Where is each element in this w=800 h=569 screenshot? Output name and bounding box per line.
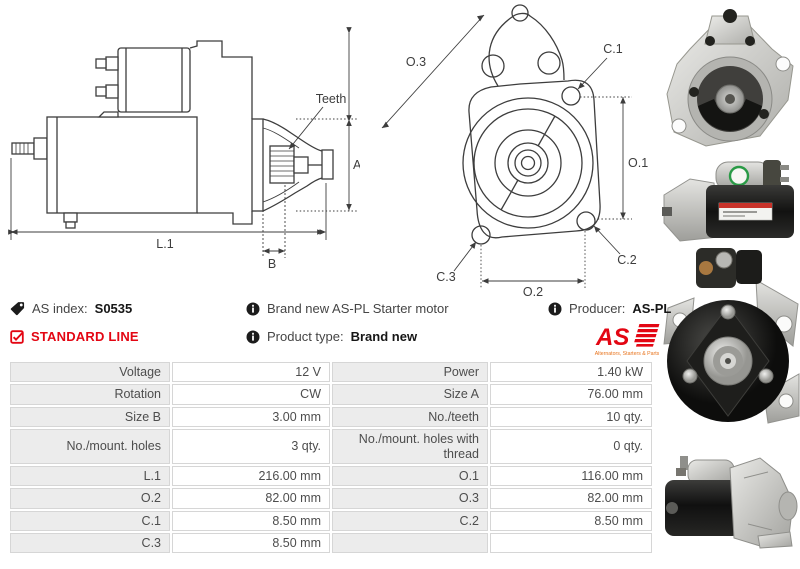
spec-value: 12 V bbox=[172, 362, 330, 383]
dim-a-label: A bbox=[353, 158, 360, 172]
info-icon bbox=[246, 302, 260, 315]
spec-value: 82.00 mm bbox=[490, 488, 652, 509]
dim-c1-label: C.1 bbox=[603, 42, 623, 56]
spec-label: Size A bbox=[332, 384, 488, 405]
spec-table: Voltage 12 V Power 1.40 kW Rotation CW S… bbox=[10, 362, 654, 554]
spec-label: O.1 bbox=[332, 465, 488, 487]
spec-value: 116.00 mm bbox=[490, 465, 652, 487]
photo-side-view-2[interactable] bbox=[660, 444, 800, 556]
product-info-strip: AS index: S0535 STANDARD LINE Brand new … bbox=[0, 296, 671, 360]
spec-label: C.3 bbox=[10, 533, 170, 554]
side-view-dimension-lines bbox=[8, 27, 357, 258]
brand-new-text: Brand new AS-PL Starter motor bbox=[267, 301, 449, 316]
spec-value: 0 qty. bbox=[490, 429, 652, 464]
teeth-label: Teeth bbox=[316, 92, 347, 106]
spec-label: Rotation bbox=[10, 384, 170, 405]
spec-label: Size B bbox=[10, 406, 170, 428]
dim-c2-label: C.2 bbox=[617, 253, 637, 267]
spec-label: Voltage bbox=[10, 362, 170, 383]
dim-l1-label: L.1 bbox=[156, 237, 173, 251]
dim-o2-label: O.2 bbox=[523, 285, 543, 299]
product-type: Product type: Brand new bbox=[246, 329, 417, 344]
as-pl-logo: AS Alternators, Starters & Parts bbox=[595, 324, 660, 357]
dim-c3-label: C.3 bbox=[436, 270, 456, 284]
spec-label: No./mount. holes with thread bbox=[332, 429, 488, 464]
front-view-technical-drawing: O.3 C.1 O.1 C.3 C.2 O.2 bbox=[381, 4, 648, 299]
spec-value: 82.00 mm bbox=[172, 488, 330, 509]
spec-label: L.1 bbox=[10, 465, 170, 487]
spec-value: 10 qty. bbox=[490, 406, 652, 428]
spec-label bbox=[332, 533, 488, 554]
spec-label: O.3 bbox=[332, 488, 488, 509]
as-pl-logo-stripes bbox=[634, 324, 660, 347]
starter-side-outline bbox=[11, 40, 334, 229]
photo-side-view-label[interactable] bbox=[660, 157, 800, 244]
photo-rear-view[interactable] bbox=[660, 246, 800, 441]
checkbox-checked-icon bbox=[10, 329, 24, 344]
dim-o1-label: O.1 bbox=[628, 156, 648, 170]
spec-label: No./teeth bbox=[332, 406, 488, 428]
spec-value bbox=[490, 533, 652, 554]
as-index-label: AS index: bbox=[32, 301, 88, 316]
spec-value: 1.40 kW bbox=[490, 362, 652, 383]
info-icon bbox=[246, 330, 260, 343]
product-type-value: Brand new bbox=[350, 329, 418, 344]
spec-value: 3.00 mm bbox=[172, 406, 330, 428]
spec-value: 3 qty. bbox=[172, 429, 330, 464]
spec-value: 8.50 mm bbox=[490, 510, 652, 531]
spec-label: Power bbox=[332, 362, 488, 383]
spec-value: 8.50 mm bbox=[172, 510, 330, 531]
standard-line-label: STANDARD LINE bbox=[31, 329, 139, 344]
brand-new-note: Brand new AS-PL Starter motor bbox=[246, 301, 449, 316]
as-pl-logo-text: AS bbox=[595, 324, 629, 351]
spec-value: 76.00 mm bbox=[490, 384, 652, 405]
dim-o3-label: O.3 bbox=[406, 55, 426, 69]
as-pl-logo-subtext: Alternators, Starters & Parts bbox=[595, 351, 660, 357]
product-type-label: Product type: bbox=[267, 329, 344, 344]
as-index-value: S0535 bbox=[94, 301, 133, 316]
standard-line-badge: STANDARD LINE bbox=[10, 329, 139, 344]
dim-b-label: B bbox=[268, 257, 276, 271]
spec-value: CW bbox=[172, 384, 330, 405]
spec-label: C.1 bbox=[10, 510, 170, 531]
front-view-dimension-lines bbox=[381, 14, 632, 288]
starter-front-outline bbox=[462, 4, 601, 245]
producer: Producer: AS-PL bbox=[548, 301, 671, 316]
spec-label: C.2 bbox=[332, 510, 488, 531]
producer-label: Producer: bbox=[569, 301, 626, 316]
photo-front-view[interactable] bbox=[660, 4, 800, 154]
spec-value: 216.00 mm bbox=[172, 465, 330, 487]
product-photo-column bbox=[660, 0, 800, 569]
side-view-technical-drawing: Teeth A L.1 B bbox=[8, 27, 360, 271]
as-index: AS index: S0535 bbox=[10, 301, 132, 316]
info-icon bbox=[548, 302, 562, 315]
tag-icon bbox=[10, 302, 25, 316]
spec-label: No./mount. holes bbox=[10, 429, 170, 464]
spec-value: 8.50 mm bbox=[172, 533, 330, 554]
spec-label: O.2 bbox=[10, 488, 170, 509]
producer-value: AS-PL bbox=[632, 301, 672, 316]
